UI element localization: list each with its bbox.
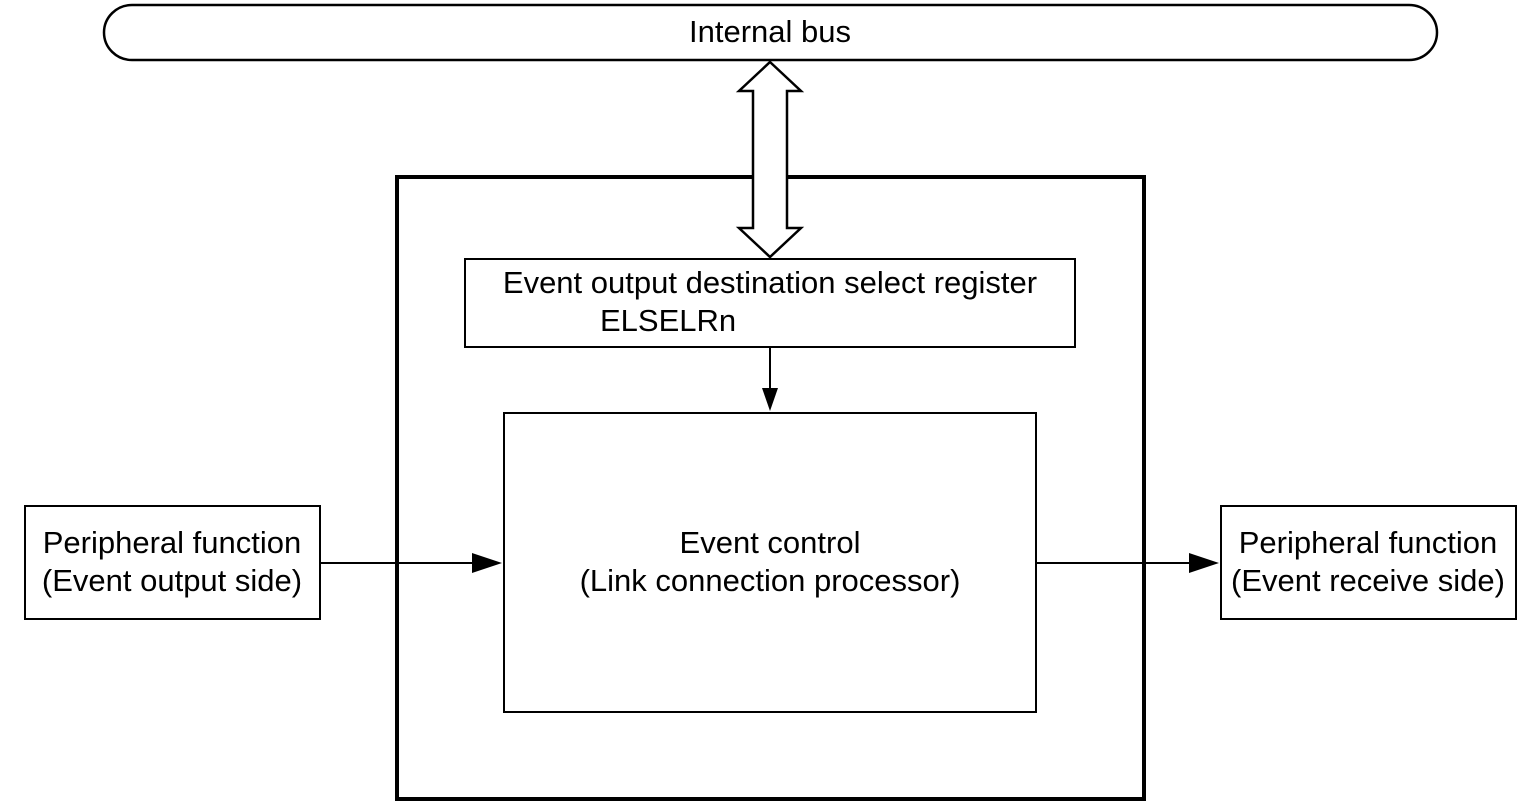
elselr-register-shape <box>464 258 1076 348</box>
event-control-title: Event control <box>680 525 861 560</box>
peripheral-output-block: Peripheral function (Event output side) <box>24 505 321 620</box>
internal-bus-shape <box>102 3 1439 62</box>
peripheral-receive-subtitle: (Event receive side) <box>1231 563 1505 598</box>
register-to-control-arrow <box>762 347 778 411</box>
peripheral-receive-shape <box>1220 505 1517 620</box>
control-to-receive-arrow <box>1036 553 1219 573</box>
bus-register-double-arrow <box>735 60 805 259</box>
internal-bus-label: Internal bus <box>689 14 851 49</box>
elselr-register-block: Event output destination select register… <box>464 258 1076 348</box>
peripheral-receive-block: Peripheral function (Event receive side) <box>1220 505 1517 620</box>
elselr-register-name: ELSELRn <box>600 303 736 338</box>
event-control-subtitle: (Link connection processor) <box>580 563 961 598</box>
peripheral-receive-title: Peripheral function <box>1239 525 1498 560</box>
peripheral-output-title: Peripheral function <box>43 525 302 560</box>
event-control-shape <box>503 412 1037 713</box>
output-to-control-arrow <box>320 553 502 573</box>
event-control-block: Event control (Link connection processor… <box>503 412 1037 713</box>
elselr-register-title: Event output destination select register <box>503 265 1037 300</box>
internal-bus: Internal bus <box>102 3 1439 62</box>
peripheral-output-subtitle: (Event output side) <box>42 563 302 598</box>
